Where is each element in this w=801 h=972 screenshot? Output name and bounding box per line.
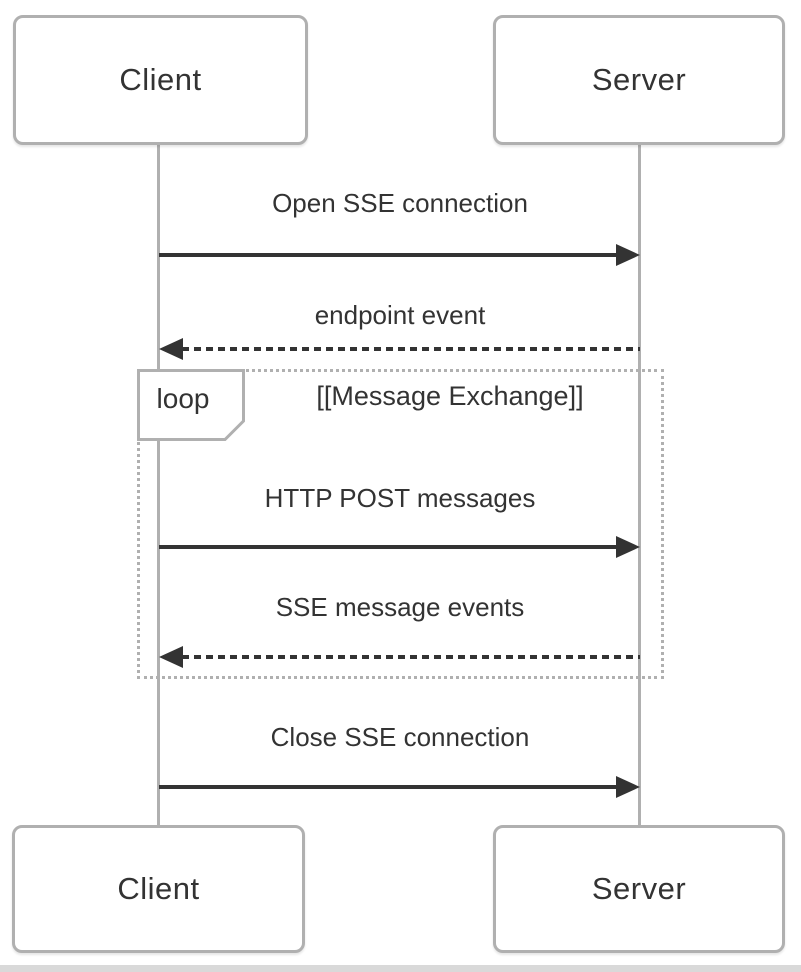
message-label: endpoint event xyxy=(314,300,486,330)
message-label: SSE message events xyxy=(275,592,525,622)
message-arrow-line xyxy=(159,785,618,789)
actor-label: Client xyxy=(117,871,200,906)
server-lifeline xyxy=(638,145,641,825)
loop-label: loop xyxy=(137,369,245,441)
message-arrow-line xyxy=(159,253,618,257)
loop-frame xyxy=(137,369,664,679)
actor-box-server-top: Server xyxy=(493,15,785,145)
arrow-head-right-icon xyxy=(616,776,640,798)
actor-box-client-bottom: Client xyxy=(12,825,305,953)
actor-label: Server xyxy=(591,871,687,906)
loop-title: [[Message Exchange]] xyxy=(316,381,584,411)
actor-box-client-top: Client xyxy=(13,15,308,145)
actor-box-server-bottom: Server xyxy=(493,825,785,953)
arrow-head-right-icon xyxy=(616,536,640,558)
arrow-head-right-icon xyxy=(616,244,640,266)
message-label: Close SSE connection xyxy=(270,722,530,752)
actor-label: Client xyxy=(119,62,202,97)
arrow-head-left-icon xyxy=(159,646,183,668)
window-bottom-edge xyxy=(0,965,801,972)
message-label: Open SSE connection xyxy=(272,188,528,218)
message-arrow-line-dashed xyxy=(182,655,640,659)
loop-label-pentagon-icon xyxy=(137,369,245,441)
message-arrow-line xyxy=(159,545,618,549)
arrow-head-left-icon xyxy=(159,338,183,360)
client-lifeline xyxy=(157,145,160,825)
message-label: HTTP POST messages xyxy=(264,483,536,513)
message-arrow-line-dashed xyxy=(182,347,640,351)
loop-operator-label: loop xyxy=(156,383,210,414)
actor-label: Server xyxy=(591,62,687,97)
